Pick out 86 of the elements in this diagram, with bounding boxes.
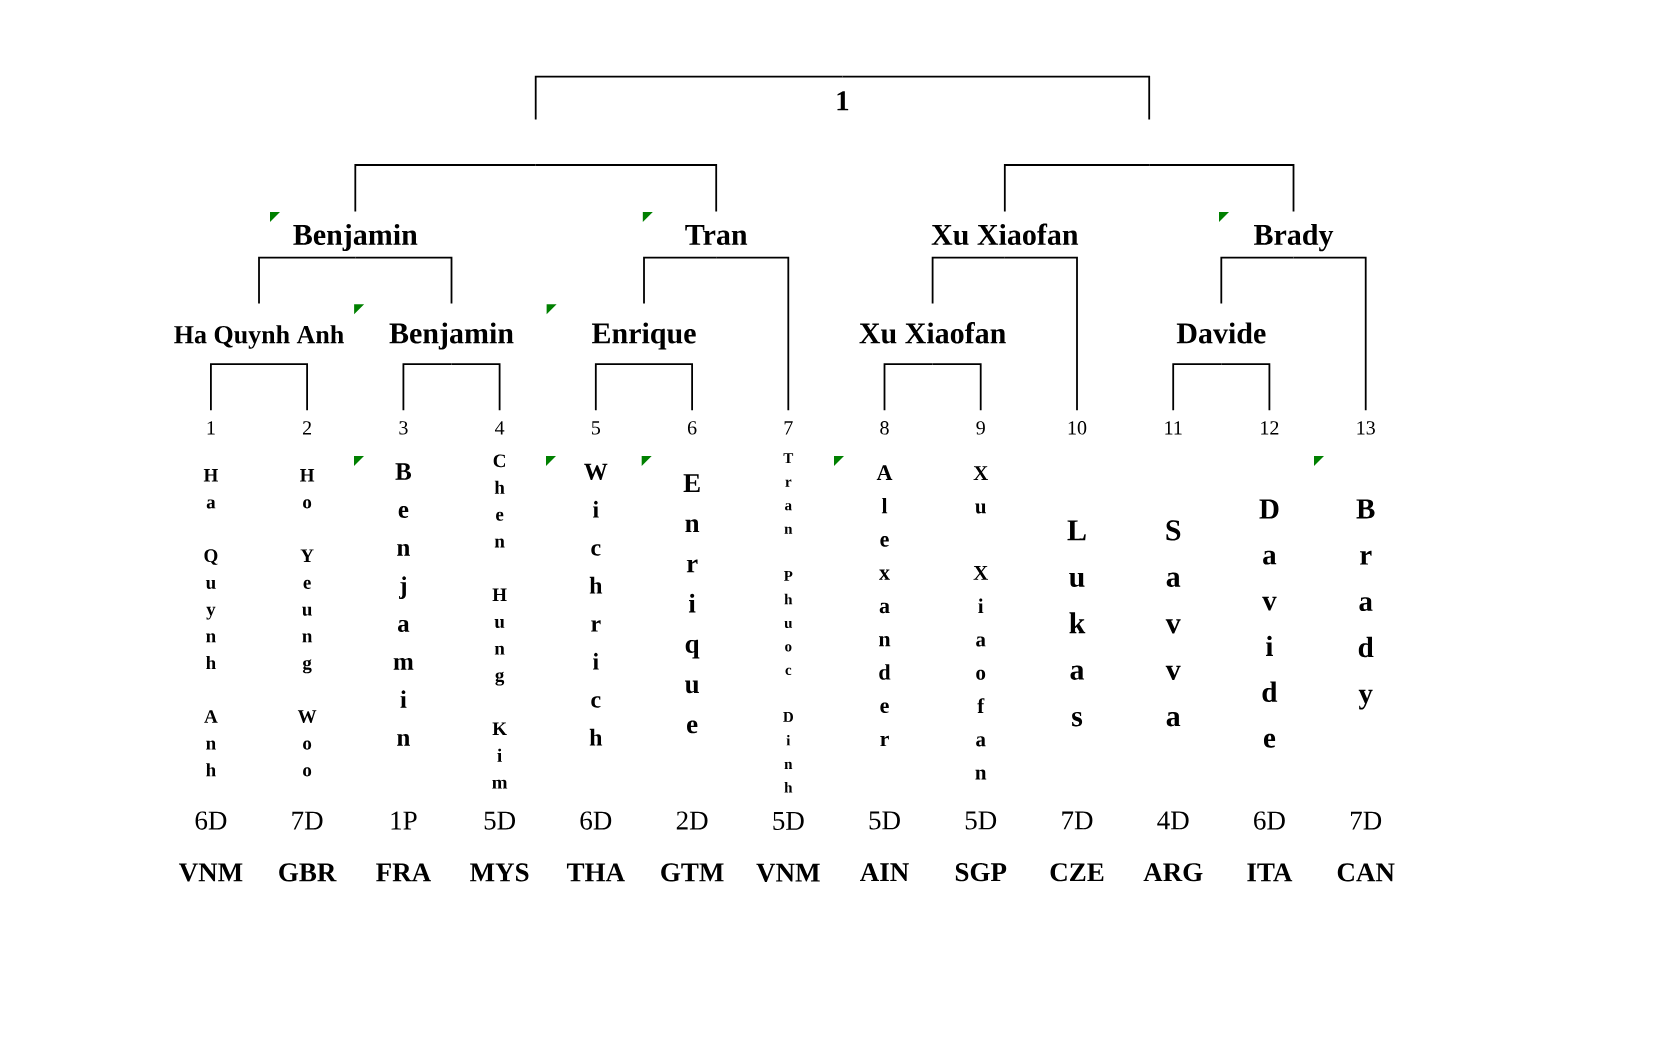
vertical-name: Ha Quynh Anh (203, 469, 218, 777)
vertical-name: Tran Phuoc Dinh (783, 453, 794, 793)
seed-number: 8 (880, 421, 889, 435)
country-code: GTM (661, 863, 724, 882)
player-name: Enrique (592, 322, 696, 350)
rank-label: 4D (1157, 811, 1189, 830)
bracket-line (258, 256, 357, 305)
bracket-line (402, 363, 453, 412)
seed-number: 3 (399, 421, 408, 435)
rank-label: 5D (484, 811, 515, 830)
player-name: Xu Xiaofan (859, 322, 1006, 344)
bracket-line (931, 256, 1006, 305)
bracket-line (883, 363, 934, 412)
seed-number: 12 (1261, 421, 1279, 435)
rank-label: 5D (965, 811, 997, 830)
bracket-line (1220, 363, 1271, 412)
player-name: Benjamin (389, 322, 514, 350)
vertical-name: Benjamin (393, 463, 414, 746)
bracket-label: 1 (837, 91, 849, 111)
seed-number: 7 (784, 421, 793, 435)
seed-number: 5 (591, 421, 601, 435)
bracket-line (1172, 363, 1223, 412)
country-code: CZE (1050, 863, 1104, 882)
seed-number: 13 (1357, 421, 1375, 435)
rank-label: 7D (1062, 811, 1093, 830)
country-code: AIN (860, 863, 909, 881)
country-code: GBR (279, 863, 337, 882)
bracket-line (450, 363, 501, 412)
bracket-line (210, 363, 260, 412)
vertical-name: Davide (1259, 499, 1279, 748)
seed-number: 6 (687, 421, 697, 435)
country-code: VNM (756, 863, 820, 882)
country-code: THA (566, 863, 625, 882)
bracket-line (1003, 164, 1151, 213)
rank-label: 6D (580, 811, 612, 830)
country-code: SGP (955, 863, 1007, 882)
bracket-line (841, 75, 1151, 121)
bracket-line (354, 164, 537, 213)
bracket-line (594, 363, 645, 412)
rank-label: 1P (391, 811, 417, 830)
rank-label: 7D (292, 811, 323, 830)
country-code: MYS (470, 863, 529, 882)
country-code: ITA (1247, 863, 1293, 882)
vertical-name: Chen Hung Kim (492, 454, 508, 789)
bracket-line (643, 256, 718, 305)
bracket-line (1003, 256, 1078, 412)
country-code: CAN (1337, 863, 1395, 882)
bracket-line (715, 256, 790, 412)
vertical-name: Alexander (876, 465, 893, 747)
bracket-line (931, 363, 982, 412)
player-name: Xu Xiaofan (931, 223, 1079, 246)
seed-number: 10 (1068, 421, 1087, 435)
bracket-line (354, 256, 453, 305)
country-code: VNM (179, 863, 243, 882)
seed-number: 11 (1165, 421, 1182, 435)
vertical-name: Enrique (683, 474, 700, 734)
bracket-line (534, 164, 718, 213)
vertical-name: Wichrich (584, 463, 608, 746)
seed-number: 2 (303, 421, 311, 435)
vertical-name: Brady (1356, 499, 1375, 710)
rank-label: 5D (869, 811, 900, 830)
player-name: Benjamin (293, 223, 418, 252)
seed-number: 4 (495, 421, 505, 435)
player-name: Davide (1176, 322, 1266, 344)
player-name: Ha Quynh Anh (174, 325, 344, 349)
rank-label: 6D (195, 811, 227, 830)
seed-number: 9 (976, 421, 985, 435)
vertical-name: Savva (1165, 520, 1181, 727)
country-code: ARG (1143, 863, 1203, 882)
bracket-line (1220, 256, 1295, 305)
vertical-name: Xu Xiaofan (973, 466, 988, 780)
rank-label: 2D (676, 811, 708, 830)
seed-number: 1 (207, 421, 215, 435)
vertical-name: Ho Yeung Woo (297, 469, 317, 777)
rank-label: 5D (773, 812, 804, 830)
bracket-line (534, 75, 844, 121)
player-name: Brady (1254, 223, 1334, 252)
bracket-line (1148, 164, 1295, 213)
bracket-line (258, 363, 308, 412)
bracket-line (1292, 256, 1367, 412)
player-name: Tran (685, 225, 748, 245)
rank-label: 7D (1351, 811, 1382, 830)
bracket-line (643, 363, 693, 412)
rank-label: 6D (1254, 811, 1285, 830)
country-code: FRA (376, 863, 431, 882)
vertical-name: Lukas (1067, 520, 1086, 727)
